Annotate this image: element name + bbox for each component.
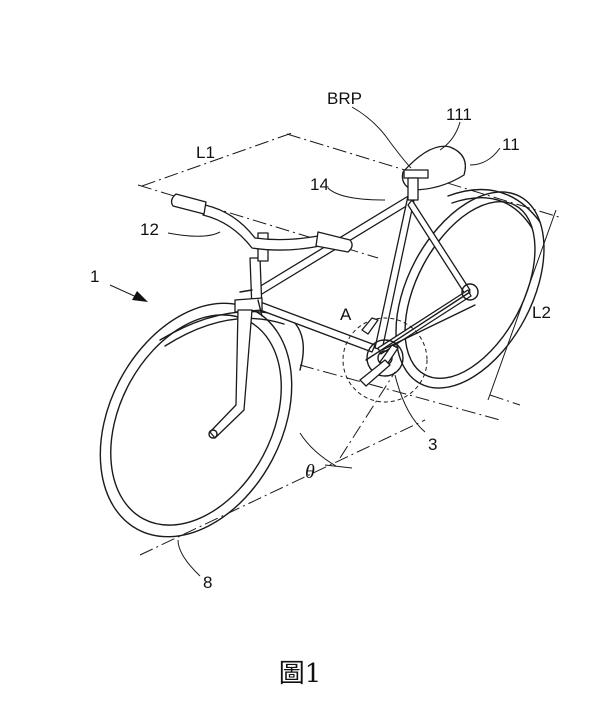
seat	[401, 145, 467, 201]
label-theta: θ	[305, 461, 315, 483]
handlebar	[170, 193, 353, 262]
label-11: 11	[502, 135, 520, 154]
drivetrain	[342, 317, 428, 403]
label-a: A	[340, 305, 352, 324]
label-8: 8	[203, 573, 212, 592]
figure-caption: 圖1	[279, 659, 322, 689]
label-l1: L1	[196, 143, 215, 162]
label-brp: BRP	[327, 89, 362, 108]
label-l2: L2	[532, 303, 551, 322]
label-111: 111	[446, 105, 472, 124]
label-14: 14	[310, 175, 329, 194]
leader-lines	[109, 106, 501, 577]
label-1: 1	[90, 267, 99, 286]
label-3: 3	[428, 435, 437, 454]
label-12: 12	[140, 220, 159, 239]
